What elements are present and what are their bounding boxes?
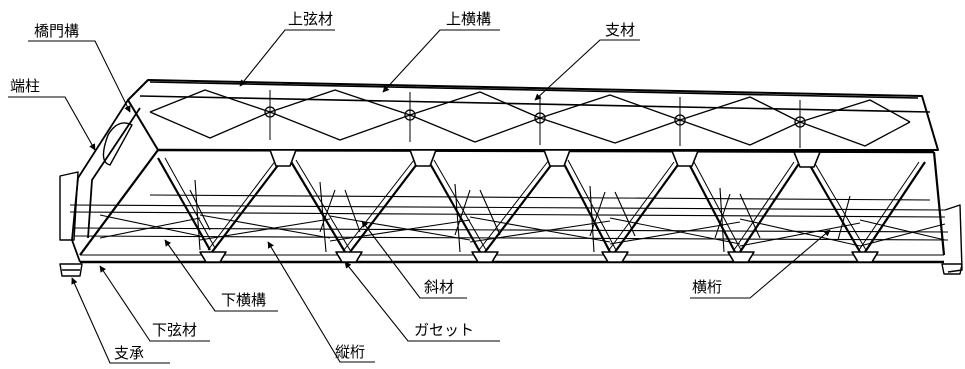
floor-system [69,204,963,273]
label-floor-beam: 横桁 [692,278,722,296]
leader-bottom-chord [99,265,210,342]
leader-end-post [8,96,96,151]
label-top-chord: 上弦材 [288,10,333,28]
leader-portal-bracing [28,40,131,113]
top-lateral-bracing [149,89,911,148]
leader-gusset [344,261,500,342]
label-portal-bracing: 橋門構 [34,22,79,40]
labels: 橋門構 上弦材 上横構 支材 端柱 斜材 横桁 下横構 ガセット 下弦材 縦桁 … [10,10,722,362]
leader-bearing [71,277,170,364]
truss-structure [59,79,963,277]
bearings [59,263,963,277]
label-bottom-chord: 下弦材 [152,321,197,339]
leader-lines [8,29,831,364]
leader-diagonal [361,220,467,299]
portal-and-end-post [59,99,141,263]
leader-top-lateral [382,29,500,93]
label-end-post: 端柱 [10,77,40,95]
label-gusset: ガセット [414,321,474,339]
label-diagonal: 斜材 [424,278,454,296]
leader-bottom-lateral [164,239,278,312]
top-frame [127,79,939,153]
leader-stringer [267,241,375,363]
label-top-lateral: 上横構 [446,10,491,28]
label-strut: 支材 [605,21,635,39]
label-bearing: 支承 [114,344,144,362]
leader-floor-beam [690,229,831,299]
label-stringer: 縦桁 [335,343,365,361]
leader-strut [534,39,640,101]
leader-top-chord [239,29,335,87]
side-truss [79,148,946,264]
label-bottom-lateral: 下横構 [221,291,266,309]
